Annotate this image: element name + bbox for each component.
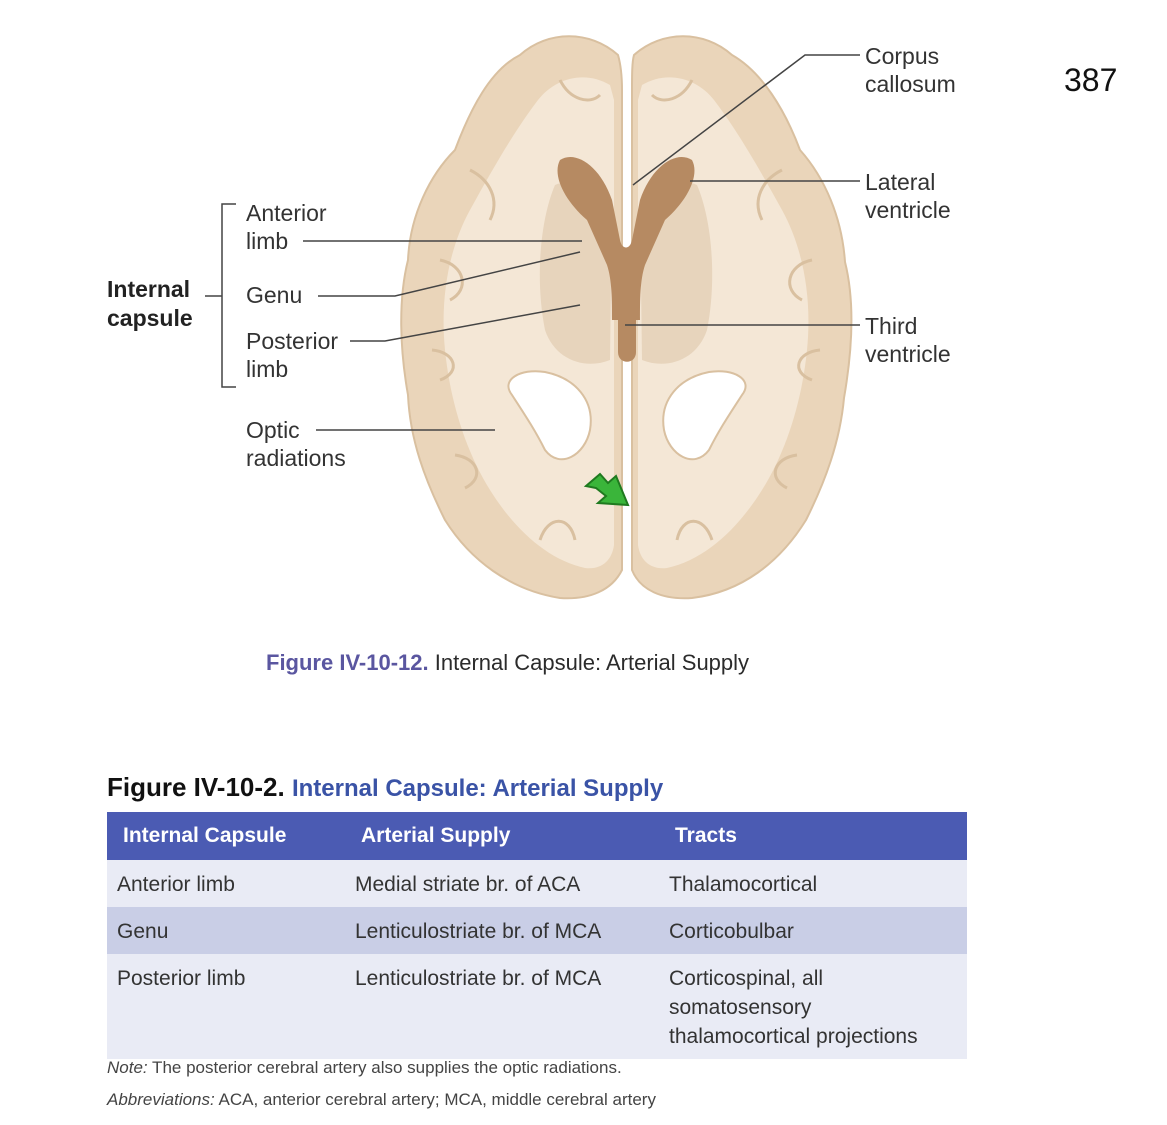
table-title: Figure IV-10-2. Internal Capsule: Arteri… [107, 772, 663, 803]
table-row: Posterior limb Lenticulostriate br. of M… [107, 954, 967, 1059]
table-row: Genu Lenticulostriate br. of MCA Cortico… [107, 907, 967, 954]
label-posterior-limb-line1: Posterior [246, 328, 338, 354]
cell-tracts-line: somatosensory [669, 996, 812, 1019]
table-title-number: Figure IV-10-2. [107, 772, 285, 802]
arterial-supply-table: Internal Capsule Arterial Supply Tracts … [107, 812, 967, 1059]
brain-section [400, 35, 853, 600]
third-ventricle [618, 315, 636, 362]
table-note: Note: The posterior cerebral artery also… [107, 1058, 622, 1078]
label-internal-capsule-line1: Internal [107, 276, 190, 302]
figure-caption-text: Internal Capsule: Arterial Supply [434, 650, 750, 675]
cell-capsule: Posterior limb [107, 954, 345, 1059]
label-internal-capsule-line2: capsule [107, 305, 193, 331]
green-arrow-icon [583, 472, 630, 507]
abbr-lead: Abbreviations: [107, 1090, 215, 1109]
left-occipital-horn [507, 370, 592, 461]
note-lead: Note: [107, 1058, 148, 1077]
page-number: 387 [1064, 62, 1118, 98]
abbr-text: ACA, anterior cerebral artery; MCA, midd… [214, 1090, 656, 1109]
cell-tracts-line: Corticospinal, all [669, 967, 824, 990]
cell-tracts: Corticospinal, all somatosensory thalamo… [659, 954, 967, 1059]
brain-axial-section-illustration: Corpus callosum Lateral ventricle Third … [107, 35, 956, 600]
cell-supply: Medial striate br. of ACA [345, 860, 659, 907]
cell-tracts-line: thalamocortical projections [669, 1025, 918, 1048]
cell-tracts: Corticobulbar [659, 907, 967, 954]
header-tracts: Tracts [659, 812, 967, 860]
label-genu: Genu [246, 282, 302, 308]
label-optic-radiations-line1: Optic [246, 417, 300, 443]
label-posterior-limb-line2: limb [246, 356, 288, 382]
cell-capsule: Genu [107, 907, 345, 954]
cell-capsule: Anterior limb [107, 860, 345, 907]
table-title-text: Internal Capsule: Arterial Supply [291, 775, 664, 802]
figure-caption-number: Figure IV-10-12. [266, 650, 429, 675]
table-abbreviations: Abbreviations: ACA, anterior cerebral ar… [107, 1090, 656, 1110]
leader-lines [205, 54, 860, 431]
gyri-lines [431, 79, 821, 541]
label-lateral-ventricle-line2: ventricle [865, 197, 951, 223]
label-lateral-ventricle-line1: Lateral [865, 169, 935, 195]
right-occipital-horn [662, 370, 747, 461]
cell-supply: Lenticulostriate br. of MCA [345, 907, 659, 954]
table-header-row: Internal Capsule Arterial Supply Tracts [107, 812, 967, 860]
label-anterior-limb-line1: Anterior [246, 200, 327, 226]
note-text: The posterior cerebral artery also suppl… [147, 1058, 622, 1077]
figure-caption: Figure IV-10-12. Internal Capsule: Arter… [266, 650, 749, 676]
lateral-ventricles [557, 156, 695, 320]
cell-supply: Lenticulostriate br. of MCA [345, 954, 659, 1059]
label-optic-radiations-line2: radiations [246, 445, 346, 471]
label-corpus-callosum-line1: Corpus [865, 43, 939, 69]
label-third-ventricle-line1: Third [865, 313, 917, 339]
header-arterial-supply: Arterial Supply [345, 812, 659, 860]
label-anterior-limb-line2: limb [246, 228, 288, 254]
table-row: Anterior limb Medial striate br. of ACA … [107, 860, 967, 907]
label-third-ventricle-line2: ventricle [865, 341, 951, 367]
header-internal-capsule: Internal Capsule [107, 812, 345, 860]
label-corpus-callosum-line2: callosum [865, 71, 956, 97]
cell-tracts: Thalamocortical [659, 860, 967, 907]
